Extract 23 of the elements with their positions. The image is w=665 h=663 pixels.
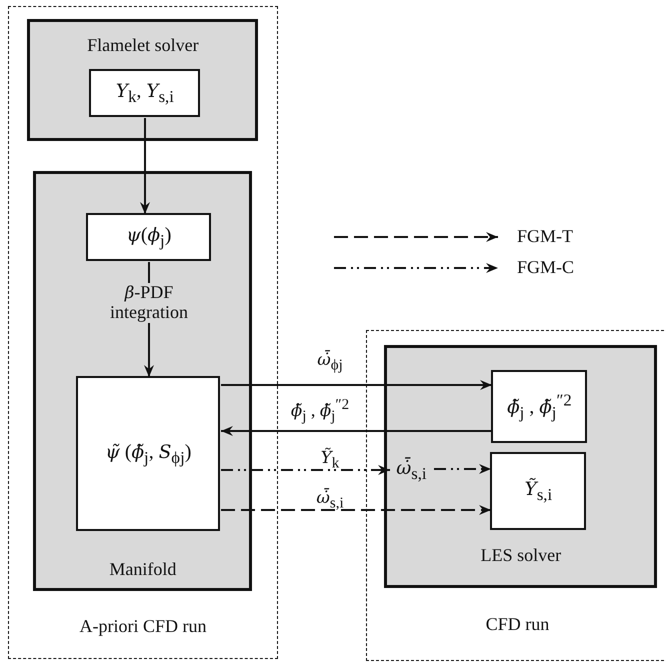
dashed-region	[8, 6, 278, 659]
arrow	[140, 118, 150, 214]
region-title: LES solver	[480, 546, 562, 566]
legend-text: FGM-C	[517, 257, 574, 278]
region-title: Manifold	[108, 560, 178, 580]
process-box	[76, 376, 220, 532]
arrow	[221, 505, 491, 515]
dashed-region	[366, 330, 665, 661]
solver-panel	[27, 19, 258, 142]
region-title: CFD run	[484, 615, 550, 635]
arrow	[221, 465, 390, 475]
process-box	[490, 452, 586, 530]
solver-panel	[33, 171, 252, 592]
arrow	[434, 464, 491, 474]
process-box	[86, 213, 212, 262]
arrow	[221, 380, 492, 390]
process-box	[89, 69, 200, 118]
legend-text: FGM-T	[517, 226, 574, 247]
process-box	[491, 370, 588, 444]
arrow	[221, 426, 492, 436]
region-title: Flamelet solver	[86, 36, 200, 56]
solver-panel	[384, 345, 658, 588]
region-title: A-priori CFD run	[78, 617, 208, 637]
